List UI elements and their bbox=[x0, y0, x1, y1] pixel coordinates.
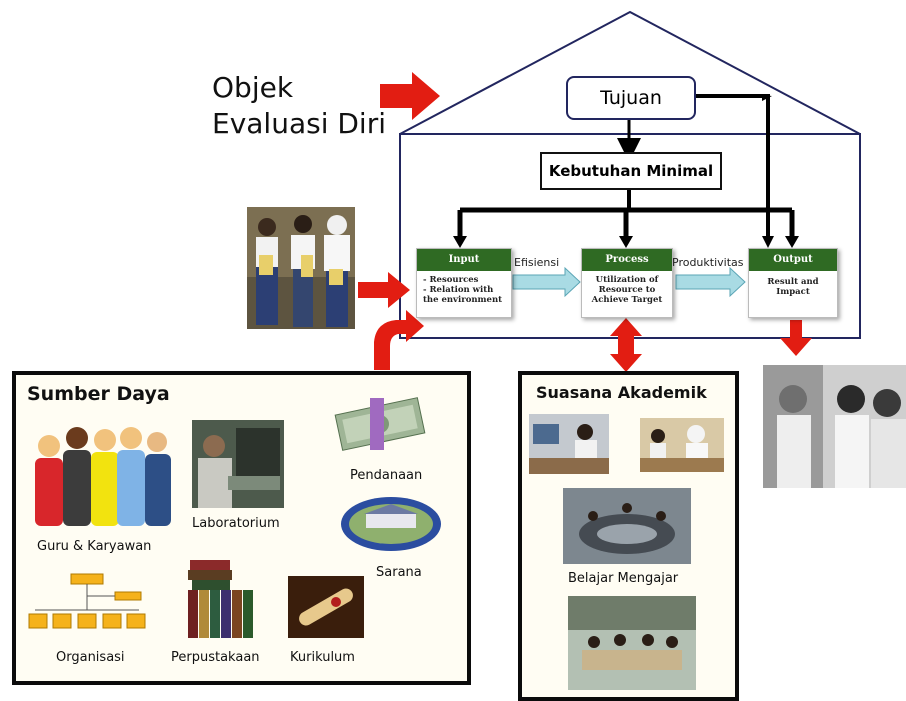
classroom-photo-1 bbox=[529, 414, 609, 474]
caption-perpustakaan: Perpustakaan bbox=[171, 650, 260, 665]
sarana-image bbox=[340, 496, 442, 552]
page-title: Objek Evaluasi Diri bbox=[212, 70, 386, 142]
title-line-1: Objek bbox=[212, 71, 294, 104]
laboratorium-photo bbox=[192, 420, 284, 508]
title-line-2: Evaluasi Diri bbox=[212, 107, 387, 140]
red-arrow-sumber-up bbox=[374, 310, 424, 370]
organisasi-image bbox=[27, 570, 147, 640]
label-efisiensi: Efisiensi bbox=[514, 256, 560, 269]
kurikulum-image bbox=[288, 576, 364, 638]
student-figure-2 bbox=[291, 215, 315, 327]
classroom-photo-3 bbox=[563, 488, 691, 564]
stage-input: Input - Resources - Relation with the en… bbox=[416, 248, 512, 318]
caption-belajar-mengajar: Belajar Mengajar bbox=[568, 571, 679, 586]
students-photo bbox=[247, 207, 355, 329]
perpustakaan-image bbox=[186, 556, 256, 640]
stage-process: Process Utilization of Resource to Achie… bbox=[581, 248, 673, 318]
stage-input-head: Input bbox=[417, 249, 511, 271]
kebutuhan-minimal-box: Kebutuhan Minimal bbox=[540, 152, 722, 190]
guru-karyawan-image bbox=[27, 420, 173, 526]
stage-input-line-2: - Relation with the environment bbox=[423, 285, 503, 305]
stage-output-head: Output bbox=[749, 249, 837, 271]
caption-organisasi: Organisasi bbox=[56, 650, 125, 665]
tujuan-box: Tujuan bbox=[566, 76, 696, 120]
caption-sarana: Sarana bbox=[376, 565, 422, 580]
student-figure-1 bbox=[256, 218, 278, 325]
stage-output-body: Result and Impact bbox=[767, 277, 819, 297]
sumber-daya-title: Sumber Daya bbox=[27, 383, 170, 405]
red-arrow-output-down bbox=[780, 320, 812, 356]
caption-guru-karyawan: Guru & Karyawan bbox=[37, 539, 152, 554]
stage-output: Output Result and Impact bbox=[748, 248, 838, 318]
output-photo bbox=[763, 365, 906, 488]
flow-arrow-produktivitas bbox=[675, 266, 746, 298]
student-figure-3 bbox=[324, 215, 350, 327]
caption-laboratorium: Laboratorium bbox=[192, 516, 280, 531]
flow-arrow-efisiensi bbox=[512, 266, 581, 298]
label-produktivitas: Produktivitas bbox=[672, 256, 744, 269]
stage-process-body: Utilization of Resource to Achieve Targe… bbox=[591, 275, 663, 305]
classroom-photo-4 bbox=[568, 596, 696, 690]
stage-process-head: Process bbox=[582, 249, 672, 271]
stage-input-line-1: - Resources bbox=[423, 275, 479, 285]
red-arrow-students-input bbox=[358, 272, 410, 308]
caption-kurikulum: Kurikulum bbox=[290, 650, 355, 665]
classroom-photo-2 bbox=[640, 418, 724, 472]
suasana-akademik-title: Suasana Akademik bbox=[536, 383, 707, 402]
red-arrow-process-suasana bbox=[610, 318, 642, 372]
caption-pendanaan: Pendanaan bbox=[350, 468, 423, 483]
red-arrow-objek bbox=[380, 72, 440, 120]
pendanaan-image bbox=[330, 392, 430, 456]
